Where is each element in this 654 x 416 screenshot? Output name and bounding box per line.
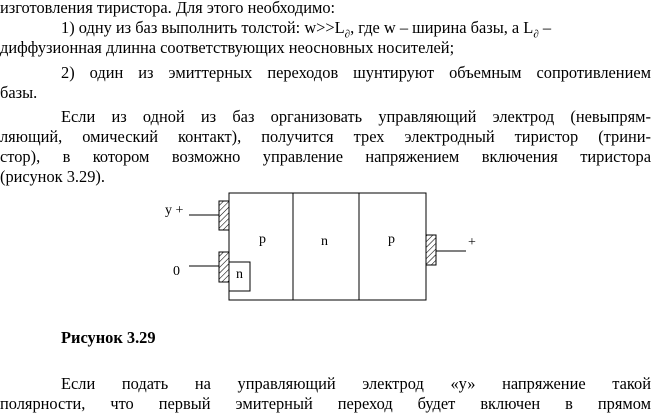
anode-contact bbox=[425, 234, 437, 266]
text-line-2-part-a: 1) одну из баз выполнить толстой: w>>L bbox=[61, 18, 345, 37]
control-contact bbox=[218, 200, 230, 231]
figure-caption: Рисунок 3.29 bbox=[61, 328, 156, 347]
subscript-d: ∂ bbox=[344, 28, 351, 41]
text-line-2-part-b: , где w – ширина базы, а L bbox=[350, 18, 534, 37]
text-line-3: диффузионная длинна соответствующих неос… bbox=[0, 38, 455, 57]
text-line-1: изготовления тиристора. Для этого необхо… bbox=[0, 0, 336, 17]
text-line-7: ляющий, омический контакт), получится тр… bbox=[0, 127, 651, 146]
subscript-d-2: ∂ bbox=[533, 28, 539, 41]
text-line-6: Если из одной из баз организовать управл… bbox=[61, 107, 651, 126]
label-zero: 0 bbox=[173, 264, 180, 279]
text-line-10: Если подать на управляющий электрод «у» … bbox=[61, 374, 651, 393]
region-p-2: p bbox=[388, 232, 395, 247]
text-line-2-part-c: – bbox=[538, 18, 552, 37]
text-line-9: (рисунок 3.29). bbox=[0, 167, 105, 186]
region-n-inner: n bbox=[236, 267, 243, 282]
region-p-1: p bbox=[259, 232, 266, 247]
text-line-4: 2) один из эмиттерных переходов шунтирую… bbox=[61, 63, 651, 82]
text-line-8: стор), в котором возможно управление нап… bbox=[0, 147, 651, 166]
label-plus: + bbox=[468, 235, 476, 250]
text-line-2: 1) одну из баз выполнить толстой: w>>L∂,… bbox=[61, 18, 551, 44]
region-n: n bbox=[321, 234, 328, 249]
text-line-11: полярности, что первый эмитерный переход… bbox=[0, 394, 651, 413]
text-line-5: базы. bbox=[0, 83, 38, 102]
cathode-contact bbox=[218, 251, 230, 283]
label-control: у + bbox=[165, 203, 184, 218]
